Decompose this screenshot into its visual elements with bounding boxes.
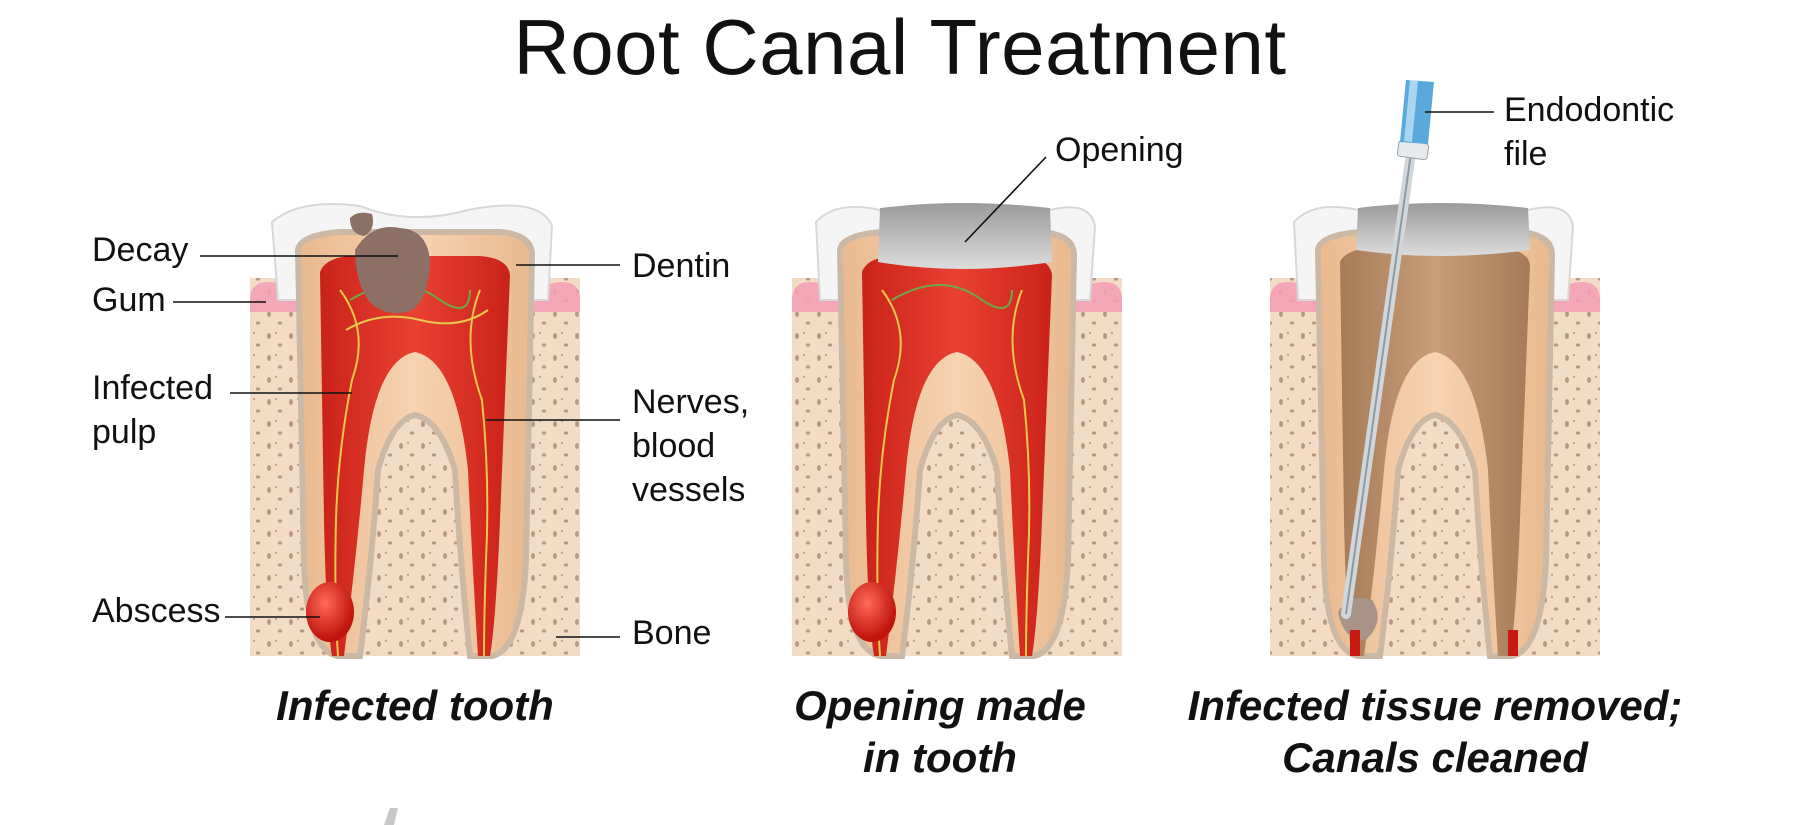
caption-canals-cleaned: Infected tissue removed;Canals cleaned — [1187, 682, 1683, 781]
abscess — [306, 582, 354, 642]
diagram-title: Root Canal Treatment — [513, 3, 1287, 91]
endodontic-file — [1341, 80, 1434, 619]
caption-infected-tooth: Infected tooth — [276, 682, 554, 729]
label-gum: Gum — [92, 281, 166, 319]
infected-pulp — [862, 256, 1052, 656]
tooth-infected — [173, 203, 620, 659]
label-abscess: Abscess — [92, 592, 221, 630]
tooth-cleaned — [1270, 80, 1600, 659]
label-opening: Opening — [1055, 131, 1184, 169]
tooth-opening — [792, 156, 1122, 659]
decay-cavity — [355, 226, 430, 314]
opening-cavity — [878, 203, 1052, 269]
opening-cavity — [1356, 203, 1530, 256]
infected-pulp — [320, 256, 510, 656]
label-decay: Decay — [92, 231, 189, 269]
label-bone: Bone — [632, 614, 712, 652]
abscess — [848, 582, 896, 642]
label-dentin: Dentin — [632, 247, 731, 285]
cropped-file-tip — [384, 808, 398, 825]
